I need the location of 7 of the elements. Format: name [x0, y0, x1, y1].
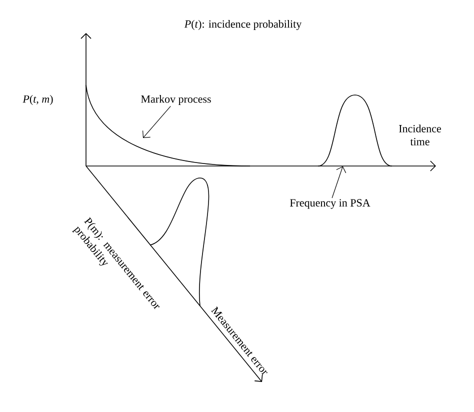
axis-label: P(t, m) — [22, 95, 53, 105]
leader-arrow — [332, 166, 346, 198]
leader-arrow — [142, 106, 171, 138]
curve-label: Markov process — [141, 95, 211, 105]
axis-title: P(t): incidence probability — [184, 20, 302, 30]
curve-label: Frequency in PSA — [290, 199, 370, 209]
bell-curve — [318, 94, 392, 166]
